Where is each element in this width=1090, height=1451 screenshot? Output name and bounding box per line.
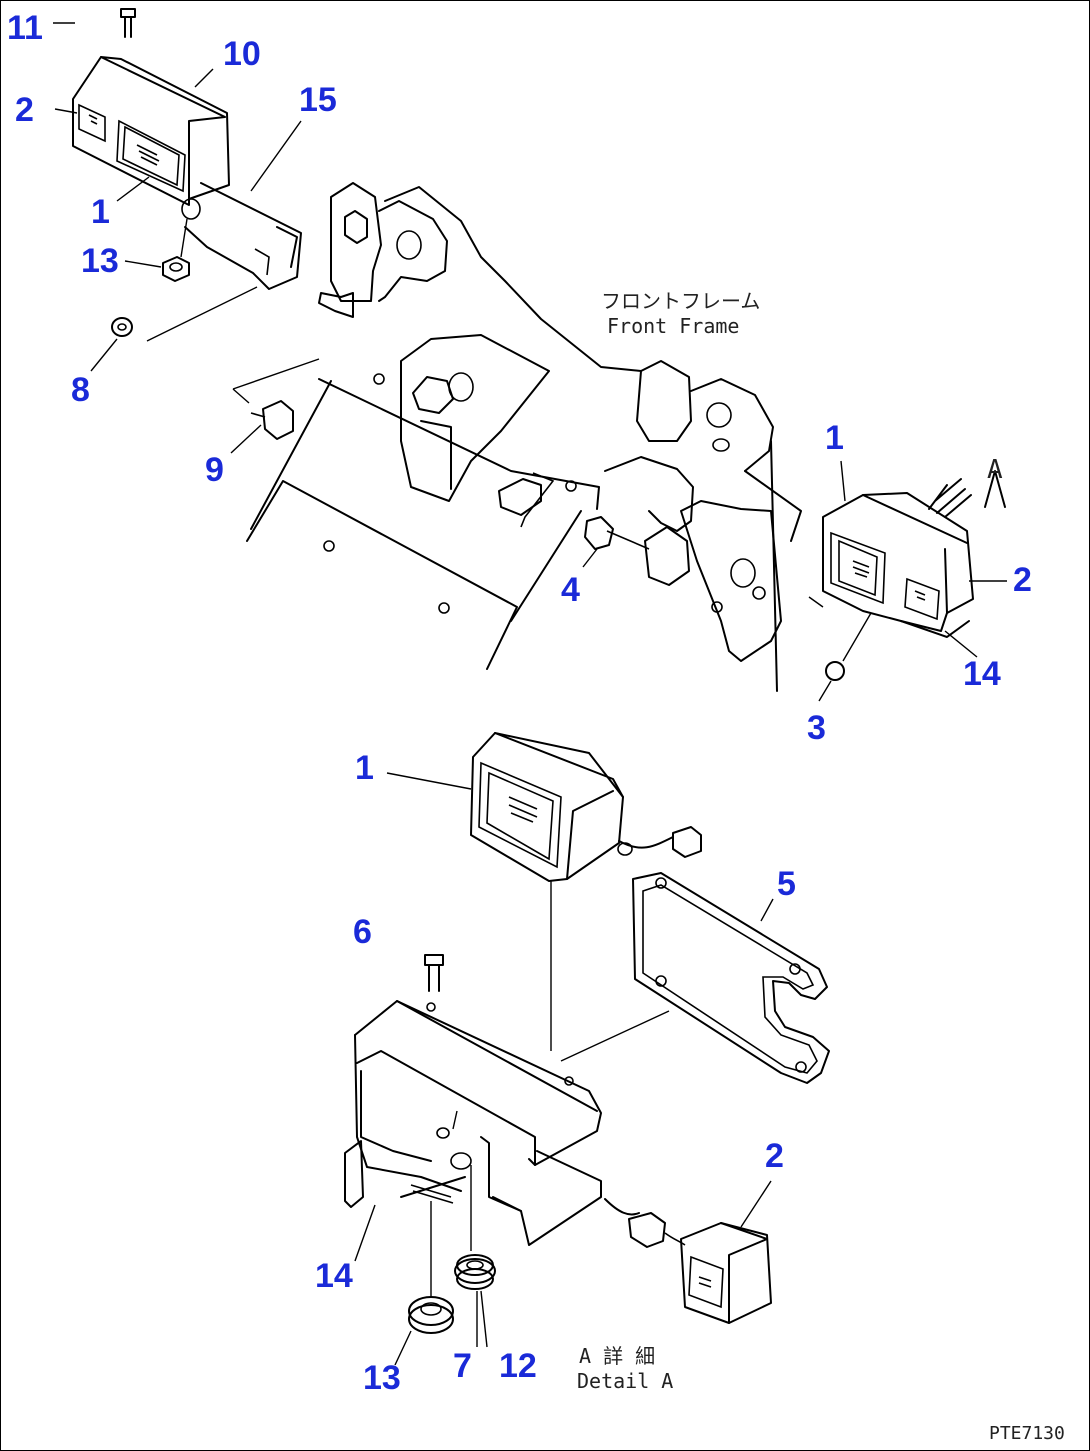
front-frame-label-jp: フロントフレーム	[601, 289, 761, 313]
callout-4: 4	[561, 571, 580, 609]
callout-14: 14	[315, 1257, 353, 1295]
left-lamp-assembly	[72, 8, 302, 342]
detail-a-label-jp: A 詳 細	[579, 1344, 656, 1368]
callout-8: 8	[71, 371, 90, 409]
callout-2: 2	[15, 91, 34, 129]
detail-a-assembly	[344, 732, 830, 1334]
callout-6: 6	[353, 913, 372, 951]
front-frame	[232, 182, 872, 692]
callout-1: 1	[91, 193, 110, 231]
detail-a-label-en: Detail A	[577, 1369, 674, 1393]
callout-1: 1	[825, 419, 844, 457]
callout-leaders	[53, 22, 1007, 1366]
callout-3: 3	[807, 709, 826, 747]
callout-10: 10	[223, 35, 261, 73]
callout-14: 14	[963, 655, 1001, 693]
bolt-11	[120, 8, 136, 38]
drawing-code: PTE7130	[989, 1423, 1065, 1444]
front-frame-label-en: Front Frame	[607, 314, 740, 338]
callout-2: 2	[1013, 561, 1032, 599]
callout-9: 9	[205, 451, 224, 489]
callout-2: 2	[765, 1137, 784, 1175]
callout-15: 15	[299, 81, 337, 119]
callout-7: 7	[453, 1347, 472, 1385]
callout-13: 13	[363, 1359, 401, 1397]
callout-11: 11	[7, 9, 43, 47]
callout-5: 5	[777, 865, 796, 903]
right-lamp-assembly	[822, 470, 1006, 638]
view-arrow-label: A	[987, 455, 1003, 485]
callout-1: 1	[355, 749, 374, 787]
callout-12: 12	[499, 1347, 537, 1385]
callout-13: 13	[81, 242, 119, 280]
